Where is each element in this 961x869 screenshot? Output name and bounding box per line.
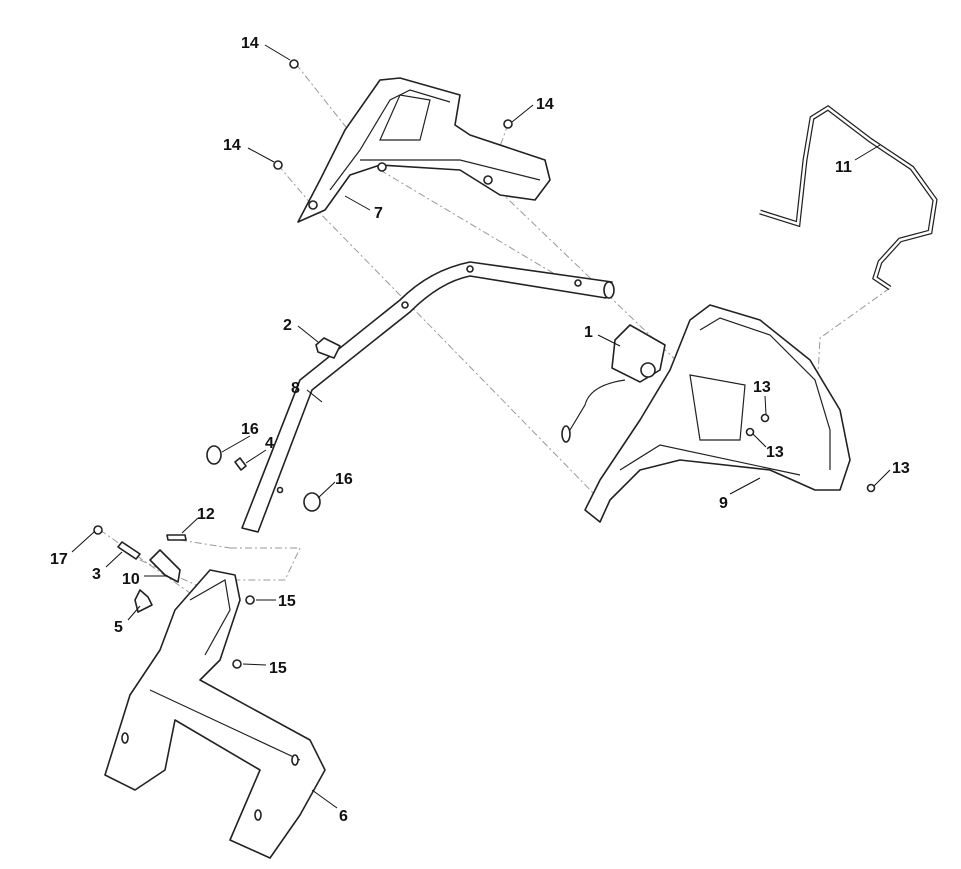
callout-10: 10 (122, 571, 140, 588)
part-2-plug (315, 337, 341, 359)
callout-16: 16 (335, 471, 353, 488)
part-4-sleeve (234, 457, 247, 471)
callout-4: 4 (265, 435, 274, 452)
part-6-lower-frame (104, 569, 326, 859)
callout-7: 7 (374, 205, 383, 222)
callout-14: 14 (223, 137, 241, 154)
callout-8: 8 (291, 380, 300, 397)
part-11-bail-wire (759, 104, 938, 291)
callout-labels: 14 14 14 7 11 2 1 8 13 13 13 16 4 16 9 1… (50, 35, 910, 825)
callout-3: 3 (92, 566, 101, 583)
part-3-pin (117, 541, 141, 560)
callout-16: 16 (241, 421, 259, 438)
callout-15: 15 (269, 660, 287, 677)
fasteners (93, 59, 876, 669)
part-1-switch (561, 324, 666, 443)
part-17-washer (93, 525, 103, 535)
part-16-washer (206, 445, 222, 465)
callout-2: 2 (283, 317, 292, 334)
callout-12: 12 (197, 506, 215, 523)
callout-6: 6 (339, 808, 348, 825)
callout-9: 9 (719, 495, 728, 512)
callout-14: 14 (241, 35, 259, 52)
part-7-upper-cover (297, 77, 551, 223)
callout-leaders (71, 44, 891, 809)
callout-13: 13 (892, 460, 910, 477)
callout-5: 5 (114, 619, 123, 636)
callout-15: 15 (278, 593, 296, 610)
assembly-guide-lines (99, 63, 891, 601)
part-9-upper-handle (584, 304, 851, 523)
callout-1: 1 (584, 324, 593, 341)
callout-11: 11 (835, 159, 852, 176)
callout-13: 13 (753, 379, 771, 396)
part-8-handle-tube (241, 261, 615, 533)
part-16-washer-2 (303, 492, 321, 512)
callout-13: 13 (766, 444, 784, 461)
part-10-lever (149, 549, 181, 583)
callout-17: 17 (50, 551, 68, 568)
callout-14: 14 (536, 96, 554, 113)
part-12-pin (166, 534, 187, 541)
